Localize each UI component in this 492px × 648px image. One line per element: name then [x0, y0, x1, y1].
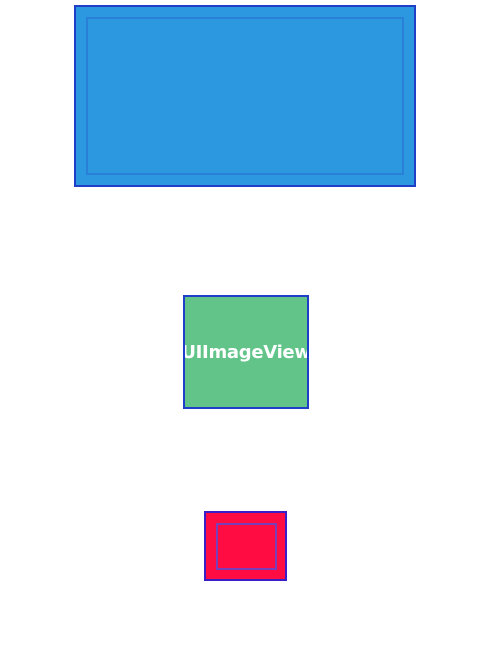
red-view	[204, 511, 287, 581]
blue-container-view	[74, 5, 416, 187]
blue-inner-view	[86, 17, 404, 175]
image-view-label: UIImageView	[183, 341, 309, 363]
red-inner-view	[216, 523, 277, 570]
image-view: UIImageView	[183, 295, 309, 409]
